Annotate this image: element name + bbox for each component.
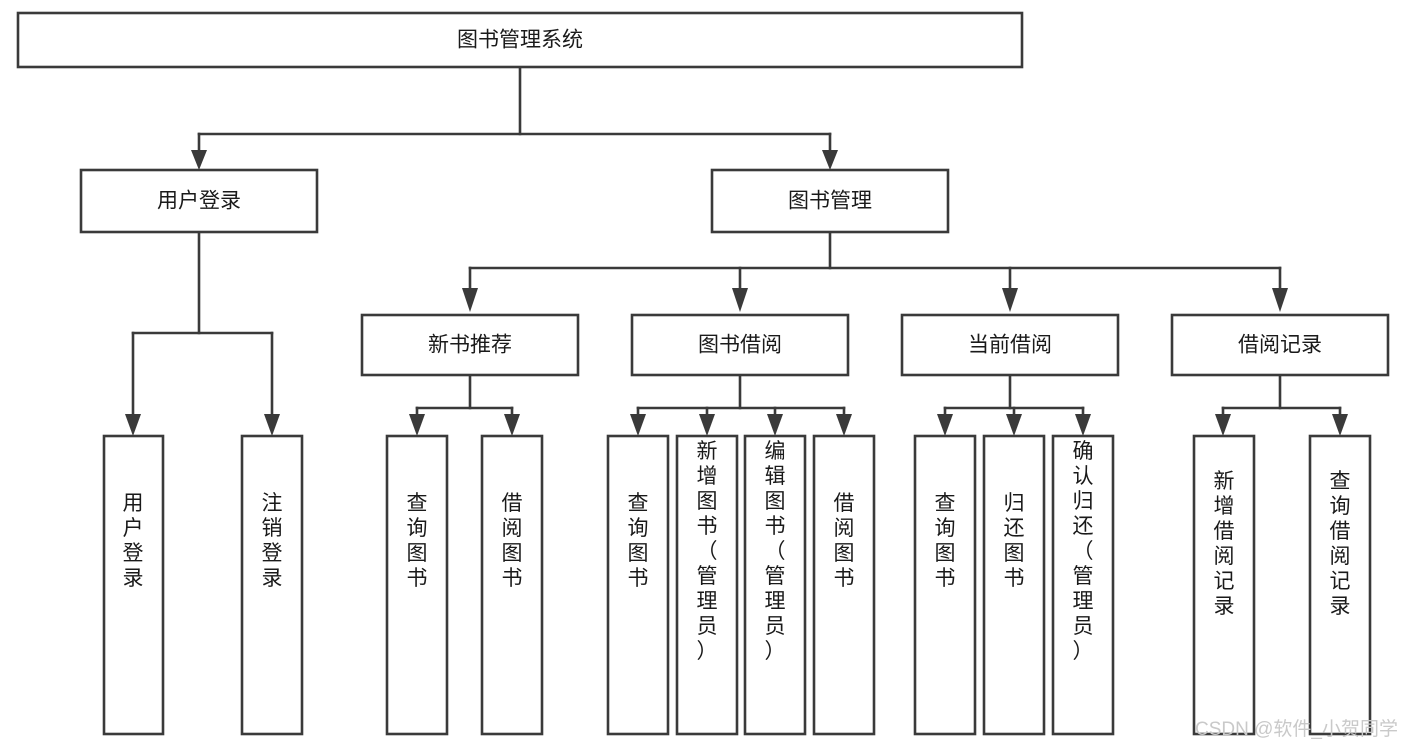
arrow-borrowrecord-c2 <box>1332 414 1348 436</box>
arrow-to-book-mgmt <box>822 150 838 170</box>
leaf-query-borrow-record-label: 查询借阅记录 <box>1330 470 1351 618</box>
arrow-currentborrow-c2 <box>1006 414 1022 436</box>
leaf-edit-book-admin-label: 编辑图书（管理员） <box>765 440 786 663</box>
root-box[interactable] <box>16 11 1024 69</box>
leaf-query-book-borrow-box[interactable] <box>606 434 670 736</box>
arrow-borrow-record <box>1272 288 1288 312</box>
node-leaf-edit-book-admin[interactable]: 编辑图书（管理员） <box>743 434 807 736</box>
leaf-query-book-borrow-label: 查询图书 <box>628 492 649 590</box>
leaf-query-book-newbook-label: 查询图书 <box>407 492 428 590</box>
leaf-add-book-admin-label: 新增图书（管理员） <box>697 440 718 663</box>
arrow-borrowbook-c1 <box>630 414 646 436</box>
leaf-borrow-book-borrow-label: 借阅图书 <box>834 492 855 590</box>
csdn-watermark: CSDN @软件_小贺同学 <box>1195 718 1398 740</box>
leaf-confirm-return-admin-box[interactable] <box>1051 434 1115 736</box>
user-login-label: 用户登录 <box>157 190 241 213</box>
node-leaf-add-book-admin[interactable]: 新增图书（管理员） <box>675 434 739 736</box>
node-leaf-query-book-current[interactable]: 查询图书 <box>913 434 977 736</box>
leaf-add-borrow-record-label: 新增借阅记录 <box>1214 470 1235 618</box>
arrow-currentborrow-c3 <box>1075 414 1091 436</box>
node-leaf-logout[interactable]: 注销登录 <box>240 434 304 736</box>
node-book-borrow[interactable]: 图书借阅 <box>630 313 850 377</box>
arrow-borrowrecord-c1 <box>1215 414 1231 436</box>
book-borrow-box[interactable] <box>630 313 850 377</box>
arrow-login-c2 <box>264 414 280 436</box>
leaf-add-borrow-record-box[interactable] <box>1192 434 1256 736</box>
leaf-nodes-group: 用户登录 注销登录 查询图书 借阅图书 查询图书 新增图书（管理员） <box>102 434 1372 736</box>
book-management-label: 图书管理 <box>788 190 872 213</box>
node-leaf-confirm-return-admin[interactable]: 确认归还（管理员） <box>1051 434 1115 736</box>
user-login-box[interactable] <box>79 168 319 234</box>
borrow-record-box[interactable] <box>1170 313 1390 377</box>
arrow-borrowbook-c3 <box>767 414 783 436</box>
arrow-login-c1 <box>125 414 141 436</box>
leaf-add-book-admin-box[interactable] <box>675 434 739 736</box>
current-borrow-label: 当前借阅 <box>968 334 1052 357</box>
node-leaf-query-book-borrow[interactable]: 查询图书 <box>606 434 670 736</box>
book-borrow-label: 图书借阅 <box>698 334 782 357</box>
root-label: 图书管理系统 <box>457 29 583 52</box>
leaf-borrow-book-newbook-label: 借阅图书 <box>502 492 523 590</box>
node-new-book-recommend[interactable]: 新书推荐 <box>360 313 580 377</box>
leaf-confirm-return-admin-label: 确认归还（管理员） <box>1073 440 1094 663</box>
leaf-borrow-book-borrow-box[interactable] <box>812 434 876 736</box>
leaf-query-book-newbook-box[interactable] <box>385 434 449 736</box>
new-book-recommend-label: 新书推荐 <box>428 334 512 357</box>
arrow-borrow-book <box>732 288 748 312</box>
leaf-borrow-book-newbook-box[interactable] <box>480 434 544 736</box>
arrow-newbook-c2 <box>504 414 520 436</box>
connectors-group <box>125 65 1348 436</box>
arrow-to-user-login <box>191 150 207 170</box>
leaf-user-login-label: 用户登录 <box>123 492 144 590</box>
arrow-borrowbook-c4 <box>836 414 852 436</box>
node-leaf-add-borrow-record[interactable]: 新增借阅记录 <box>1192 434 1256 736</box>
arrow-currentborrow-c1 <box>937 414 953 436</box>
borrow-record-label: 借阅记录 <box>1238 334 1322 357</box>
node-leaf-query-borrow-record[interactable]: 查询借阅记录 <box>1308 434 1372 736</box>
node-leaf-return-book[interactable]: 归还图书 <box>982 434 1046 736</box>
node-user-login[interactable]: 用户登录 <box>79 168 319 234</box>
node-leaf-borrow-book-borrow[interactable]: 借阅图书 <box>812 434 876 736</box>
node-leaf-borrow-book-newbook[interactable]: 借阅图书 <box>480 434 544 736</box>
leaf-query-book-current-box[interactable] <box>913 434 977 736</box>
arrow-newbook-c1 <box>409 414 425 436</box>
leaf-query-book-current-label: 查询图书 <box>935 492 956 590</box>
new-book-recommend-box[interactable] <box>360 313 580 377</box>
book-management-box[interactable] <box>710 168 950 234</box>
leaf-return-book-box[interactable] <box>982 434 1046 736</box>
arrow-borrowbook-c2 <box>699 414 715 436</box>
node-book-management[interactable]: 图书管理 <box>710 168 950 234</box>
node-leaf-user-login[interactable]: 用户登录 <box>102 434 165 736</box>
leaf-edit-book-admin-box[interactable] <box>743 434 807 736</box>
node-current-borrow[interactable]: 当前借阅 <box>900 313 1120 377</box>
node-borrow-record[interactable]: 借阅记录 <box>1170 313 1390 377</box>
arrow-new-book <box>462 288 478 312</box>
leaf-logout-label: 注销登录 <box>262 492 283 590</box>
leaf-logout-box[interactable] <box>240 434 304 736</box>
arrow-current-borrow <box>1002 288 1018 312</box>
current-borrow-box[interactable] <box>900 313 1120 377</box>
node-leaf-query-book-newbook[interactable]: 查询图书 <box>385 434 449 736</box>
node-root-system[interactable]: 图书管理系统 <box>16 11 1024 69</box>
leaf-query-borrow-record-box[interactable] <box>1308 434 1372 736</box>
leaf-user-login-box[interactable] <box>102 434 165 736</box>
leaf-return-book-label: 归还图书 <box>1004 492 1025 590</box>
